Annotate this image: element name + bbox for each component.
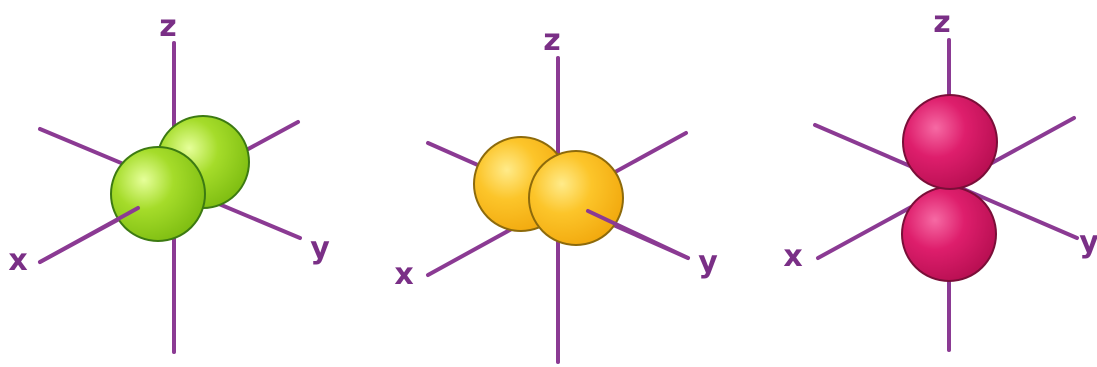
pz-x-label: x [783,239,802,274]
py-front-lobe [528,150,624,246]
py-y-label: y [698,245,718,280]
py-x-label: x [394,257,413,292]
x-axis-front-segment [38,206,140,264]
pz-lobes [901,94,998,282]
px-front-lobe [110,146,206,242]
px-lobes [110,115,250,242]
px-y-label: y [310,231,330,266]
pz-bottom-lobe [901,186,997,282]
px-orbital: z x y [8,9,330,354]
y-axis-front-segment [586,209,690,260]
px-x-label: x [8,243,27,278]
py-z-label: z [543,23,560,58]
pz-z-label: z [933,5,950,40]
pz-top-lobe [902,94,998,190]
py-lobes [473,136,624,246]
px-z-label: z [159,9,176,44]
py-orbital: z x y [394,23,718,364]
pz-y-label: y [1079,225,1097,260]
pz-orbital: z x y [783,5,1097,352]
